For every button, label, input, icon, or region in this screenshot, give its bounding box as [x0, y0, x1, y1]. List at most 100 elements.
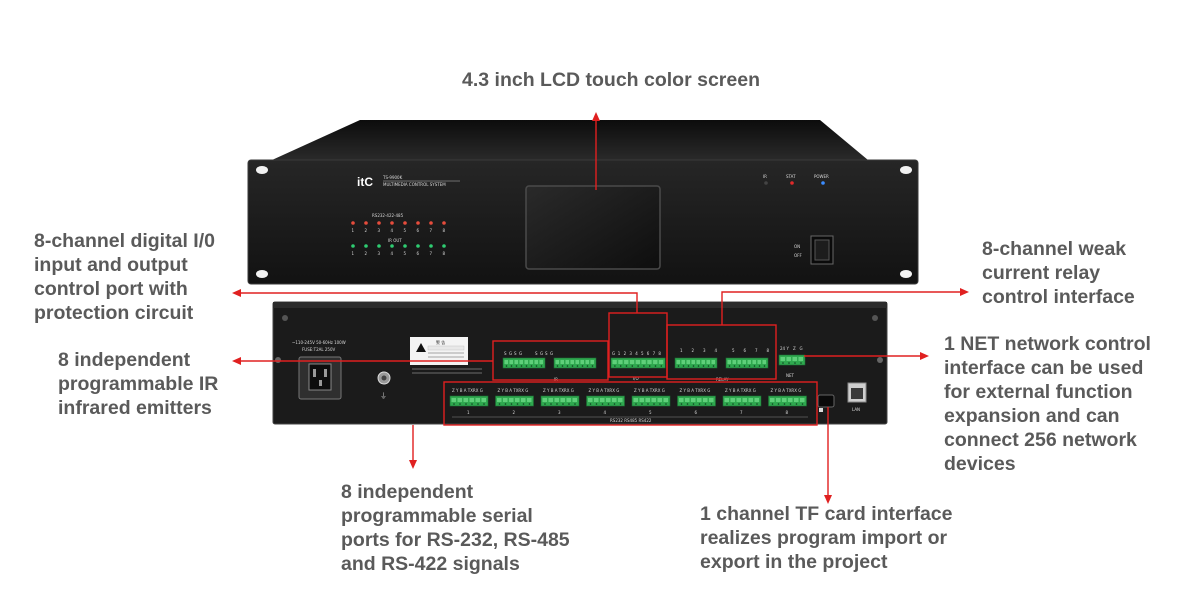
callout-line: devices — [944, 453, 1016, 475]
terminal-screw — [556, 403, 558, 405]
terminal-pin — [515, 398, 520, 402]
terminal-pin — [481, 398, 486, 402]
chassis-top — [272, 120, 868, 160]
tf-card-slot[interactable] — [817, 394, 835, 408]
terminal-screw — [483, 403, 485, 405]
ir-pin-label: S — [514, 351, 517, 356]
channel-led — [403, 221, 407, 225]
terminal-pin — [691, 398, 696, 402]
terminal-pin — [679, 398, 684, 402]
serial-pin-label: Z Y B A TXRX G — [680, 388, 711, 393]
terminal-pin — [752, 360, 756, 364]
terminal-screw — [631, 365, 634, 367]
terminal-screw — [504, 403, 507, 405]
terminal-pin — [509, 398, 514, 402]
callout-line: export in the project — [700, 551, 888, 573]
callout-line: control port with — [34, 278, 188, 300]
relay-pin-label: 1 — [680, 348, 683, 353]
channel-number: 2 — [365, 251, 368, 256]
terminal-pin — [570, 360, 574, 364]
ir-pin-label: S — [504, 351, 507, 356]
terminal-screw — [789, 403, 792, 405]
serial-port-number: 4 — [604, 410, 607, 415]
net-terminal — [778, 354, 806, 366]
terminal-pin — [686, 360, 690, 364]
channel-led — [351, 244, 355, 248]
terminal-screw — [528, 403, 531, 405]
channel-number: 6 — [417, 228, 420, 233]
terminal-pin — [590, 360, 594, 364]
terminal-screw — [520, 365, 523, 367]
terminal-pin — [754, 398, 759, 402]
terminal-screw — [510, 365, 513, 367]
terminal-pin — [697, 398, 702, 402]
terminal-screw — [571, 365, 574, 367]
ir-terminal — [553, 357, 597, 369]
lcd-screen[interactable] — [525, 185, 661, 270]
arrow-ir — [232, 357, 241, 365]
serial-terminal — [586, 395, 625, 407]
io-pin-label: 4 — [635, 351, 638, 356]
callout-line: interface can be used — [944, 357, 1144, 379]
terminal-pin — [658, 360, 664, 364]
ir-led-row — [351, 244, 446, 248]
terminal-screw — [732, 403, 734, 405]
terminal-pin — [792, 357, 797, 361]
terminal-pin — [691, 360, 695, 364]
callout-line: and RS-422 signals — [341, 553, 520, 575]
terminal-pin — [762, 360, 766, 364]
terminal-pin — [529, 360, 533, 364]
terminal-pin — [639, 398, 644, 402]
terminal-screw — [505, 365, 508, 367]
terminal-screw — [680, 403, 683, 405]
terminal-screw — [568, 403, 570, 405]
terminal-screw — [510, 403, 513, 405]
fuse-spec: FUSE:T2AL 250V — [302, 347, 336, 352]
terminal-screw — [682, 365, 685, 367]
channel-number: 1 — [352, 251, 355, 256]
terminal-screw — [795, 403, 798, 405]
terminal-screw — [763, 365, 766, 367]
terminal-pin — [681, 360, 685, 364]
model-name: TS-9900K — [382, 175, 403, 180]
net-port-label: NET — [786, 373, 795, 378]
terminal-screw — [574, 403, 576, 405]
ground-icon: ⏚ — [380, 392, 387, 400]
terminal-pin — [782, 398, 787, 402]
terminal-pin — [618, 360, 623, 364]
ir-pin-label: G — [550, 351, 553, 356]
terminal-pin — [732, 360, 736, 364]
serial-pin-label: Z Y B A TXRX G — [543, 388, 574, 393]
terminal-screw — [744, 403, 746, 405]
terminal-pin — [770, 398, 775, 402]
ir-terminal — [502, 357, 546, 369]
terminal-pin — [514, 360, 518, 364]
terminal-pin — [524, 360, 528, 364]
terminal-screw — [704, 403, 707, 405]
terminal-screw — [614, 365, 616, 367]
terminal-pin — [727, 360, 731, 364]
rack-hole — [900, 270, 912, 278]
serial-terminal — [722, 395, 762, 407]
callout-line: infrared emitters — [58, 397, 212, 419]
terminal-pin — [542, 398, 547, 402]
relay-pin-label: 3 — [703, 348, 706, 353]
callout-line: control interface — [982, 286, 1135, 308]
channel-led — [351, 221, 355, 225]
serial-pin-label: Z Y B A TXRX G — [771, 388, 802, 393]
callout-line: connect 256 network — [944, 429, 1137, 451]
indicator-ir-label: IR — [763, 174, 767, 179]
callout-line: programmable serial — [341, 505, 533, 527]
terminal-screw — [619, 365, 622, 367]
rack-hole — [256, 166, 268, 174]
terminal-screw — [648, 365, 651, 367]
terminal-screw — [712, 365, 715, 367]
rack-hole — [256, 270, 268, 278]
channel-led — [364, 221, 368, 225]
terminal-pin — [572, 398, 577, 402]
callout-line: 4.3 inch LCD touch color screen — [462, 69, 760, 91]
